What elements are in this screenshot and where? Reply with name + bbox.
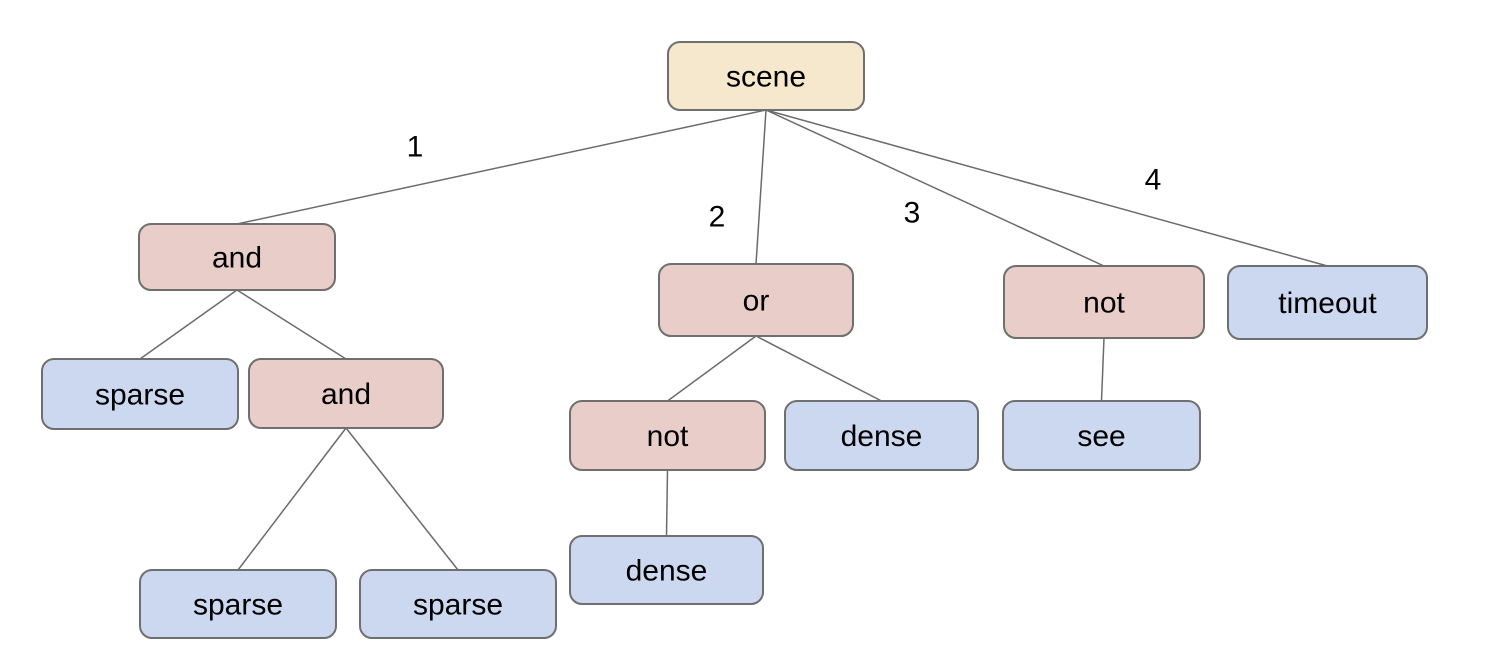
node-label-dense1: dense — [841, 420, 923, 453]
node-box-and1 — [138, 223, 336, 291]
node-and2: and — [248, 358, 444, 429]
node-dense2: dense — [569, 535, 764, 605]
node-box-timeout1 — [1227, 265, 1428, 340]
node-box-or1 — [658, 263, 854, 337]
node-box-dense1 — [784, 400, 979, 471]
node-scene: scene — [667, 41, 865, 111]
edge-or1-to-not2 — [667, 335, 757, 402]
node-label-and1: and — [212, 242, 262, 275]
node-label-and2: and — [321, 378, 371, 411]
node-box-sparse2 — [139, 569, 337, 639]
node-box-not2 — [569, 400, 766, 471]
node-sparse1: sparse — [41, 358, 239, 430]
edge-and1-to-and2 — [236, 289, 347, 360]
edge-not1-to-see1 — [1100, 337, 1105, 402]
node-timeout1: timeout — [1227, 265, 1428, 340]
node-and1: and — [138, 223, 336, 291]
edge-scene-to-and1 — [236, 109, 767, 225]
node-box-and2 — [248, 358, 444, 429]
node-see1: see — [1002, 400, 1201, 471]
node-not1: not — [1003, 265, 1205, 339]
edge-and1-to-sparse1 — [139, 289, 238, 360]
node-label-not1: not — [1083, 287, 1125, 320]
node-not2: not — [569, 400, 766, 471]
edge-and2-to-sparse3 — [345, 427, 459, 571]
edge-label-3: 3 — [904, 197, 921, 230]
node-label-dense2: dense — [626, 555, 708, 588]
node-box-see1 — [1002, 400, 1201, 471]
node-label-or1: or — [743, 285, 770, 318]
node-label-sparse3: sparse — [413, 589, 503, 622]
node-box-sparse3 — [359, 569, 557, 639]
node-dense1: dense — [784, 400, 979, 471]
edge-scene-to-or1 — [755, 109, 767, 265]
node-box-not1 — [1003, 265, 1205, 339]
node-label-scene: scene — [726, 61, 806, 94]
edge-and2-to-sparse2 — [237, 427, 347, 571]
node-box-sparse1 — [41, 358, 239, 430]
edge-not2-to-dense2 — [665, 469, 669, 537]
node-sparse2: sparse — [139, 569, 337, 639]
node-label-see1: see — [1077, 420, 1125, 453]
edge-or1-to-dense1 — [755, 335, 882, 402]
node-box-dense2 — [569, 535, 764, 605]
node-label-sparse2: sparse — [193, 589, 283, 622]
edge-label-2: 2 — [709, 201, 726, 234]
node-or1: or — [658, 263, 854, 337]
edge-scene-to-not1 — [765, 109, 1105, 267]
node-sparse3: sparse — [359, 569, 557, 639]
node-label-sparse1: sparse — [95, 379, 185, 412]
edge-label-4: 4 — [1145, 164, 1162, 197]
node-label-timeout1: timeout — [1278, 287, 1377, 320]
edge-scene-to-timeout1 — [765, 109, 1328, 267]
edge-label-1: 1 — [407, 131, 424, 164]
node-label-not2: not — [647, 420, 689, 453]
node-box-scene — [667, 41, 865, 111]
